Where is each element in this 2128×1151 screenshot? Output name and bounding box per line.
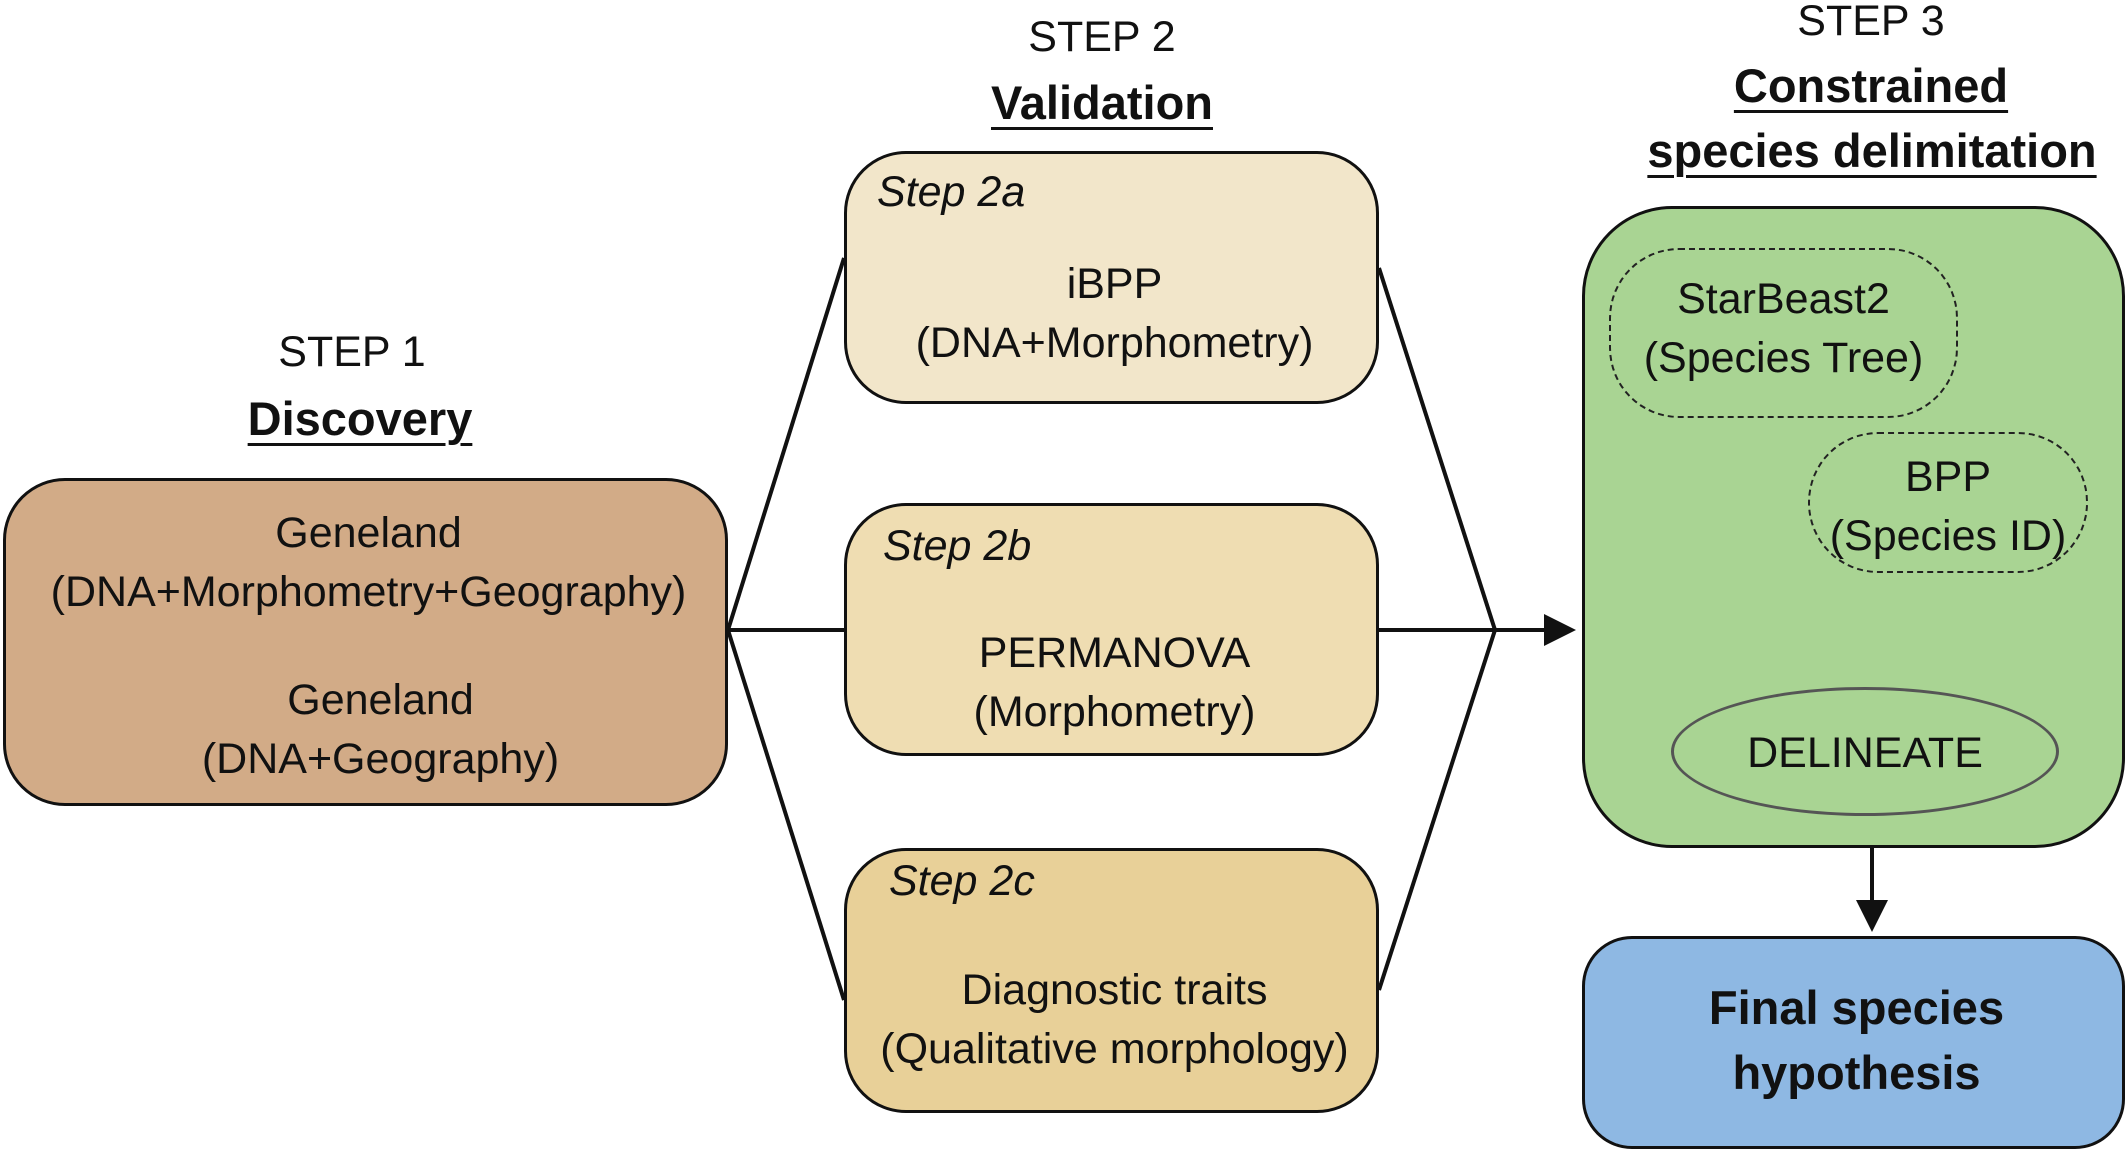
final-hypothesis-text: Final species hypothesis	[1585, 976, 2128, 1106]
bpp-name: BPP	[1904, 453, 1992, 501]
starbeast2-name: StarBeast2	[1677, 275, 1890, 323]
final-hypothesis-box: Final species hypothesis	[1582, 936, 2125, 1149]
step2a-box: Step 2a iBPP (DNA+Morphometry)	[844, 151, 1379, 404]
delineate-label: DELINEATE	[1747, 729, 1983, 777]
geneland-2-data: (DNA+Geography)	[201, 735, 560, 784]
step2a-method: iBPP (DNA+Morphometry)	[847, 255, 1382, 374]
step1-label: STEP 1	[278, 328, 426, 376]
ibpp-name: iBPP	[1066, 260, 1163, 308]
starbeast2-data: (Species Tree)	[1643, 334, 1924, 383]
connector-2c-to-merge	[1377, 629, 1497, 991]
step3-title-line2: species delimitation	[1647, 124, 2097, 177]
final-line1: Final species	[1708, 981, 2005, 1034]
step2-title: Validation	[991, 76, 1213, 129]
step2-label: STEP 2	[1028, 13, 1176, 61]
permanova-name: PERMANOVA	[978, 629, 1251, 677]
starbeast2-box: StarBeast2 (Species Tree)	[1609, 248, 1958, 418]
ibpp-data: (DNA+Morphometry)	[915, 319, 1314, 368]
diagnostic-traits-name: Diagnostic traits	[961, 966, 1268, 1014]
discovery-box: Geneland (DNA+Morphometry+Geography) Gen…	[3, 478, 728, 806]
step1-title: Discovery	[247, 392, 473, 445]
step2a-label: Step 2a	[877, 168, 1026, 216]
geneland-1-name: Geneland	[275, 509, 462, 557]
discovery-method-1: Geneland (DNA+Morphometry+Geography)	[6, 504, 731, 623]
step3-title-line1: Constrained	[1733, 59, 2009, 112]
step2b-method: PERMANOVA (Morphometry)	[847, 624, 1382, 743]
permanova-data: (Morphometry)	[973, 688, 1256, 737]
step2c-method: Diagnostic traits (Qualitative morpholog…	[847, 961, 1382, 1080]
step2c-box: Step 2c Diagnostic traits (Qualitative m…	[844, 848, 1379, 1113]
bpp-text: BPP (Species ID)	[1810, 448, 2086, 567]
bpp-data: (Species ID)	[1829, 512, 2067, 561]
bpp-box: BPP (Species ID)	[1808, 432, 2088, 573]
step2c-label: Step 2c	[889, 857, 1035, 905]
connector-step1-to-2c	[726, 629, 846, 1001]
connector-step1-to-2a	[726, 257, 846, 631]
geneland-1-data: (DNA+Morphometry+Geography)	[50, 568, 687, 617]
step2b-box: Step 2b PERMANOVA (Morphometry)	[844, 503, 1379, 756]
geneland-2-name: Geneland	[287, 676, 474, 724]
step3-label: STEP 3	[1797, 0, 1945, 45]
discovery-method-2: Geneland (DNA+Geography)	[18, 671, 743, 790]
final-line2: hypothesis	[1732, 1045, 1981, 1099]
diagnostic-traits-data: (Qualitative morphology)	[880, 1025, 1349, 1074]
step2b-label: Step 2b	[883, 522, 1032, 570]
starbeast2-text: StarBeast2 (Species Tree)	[1611, 270, 1956, 389]
connector-2a-to-merge	[1377, 267, 1497, 631]
delineate-ellipse: DELINEATE	[1671, 687, 2059, 816]
